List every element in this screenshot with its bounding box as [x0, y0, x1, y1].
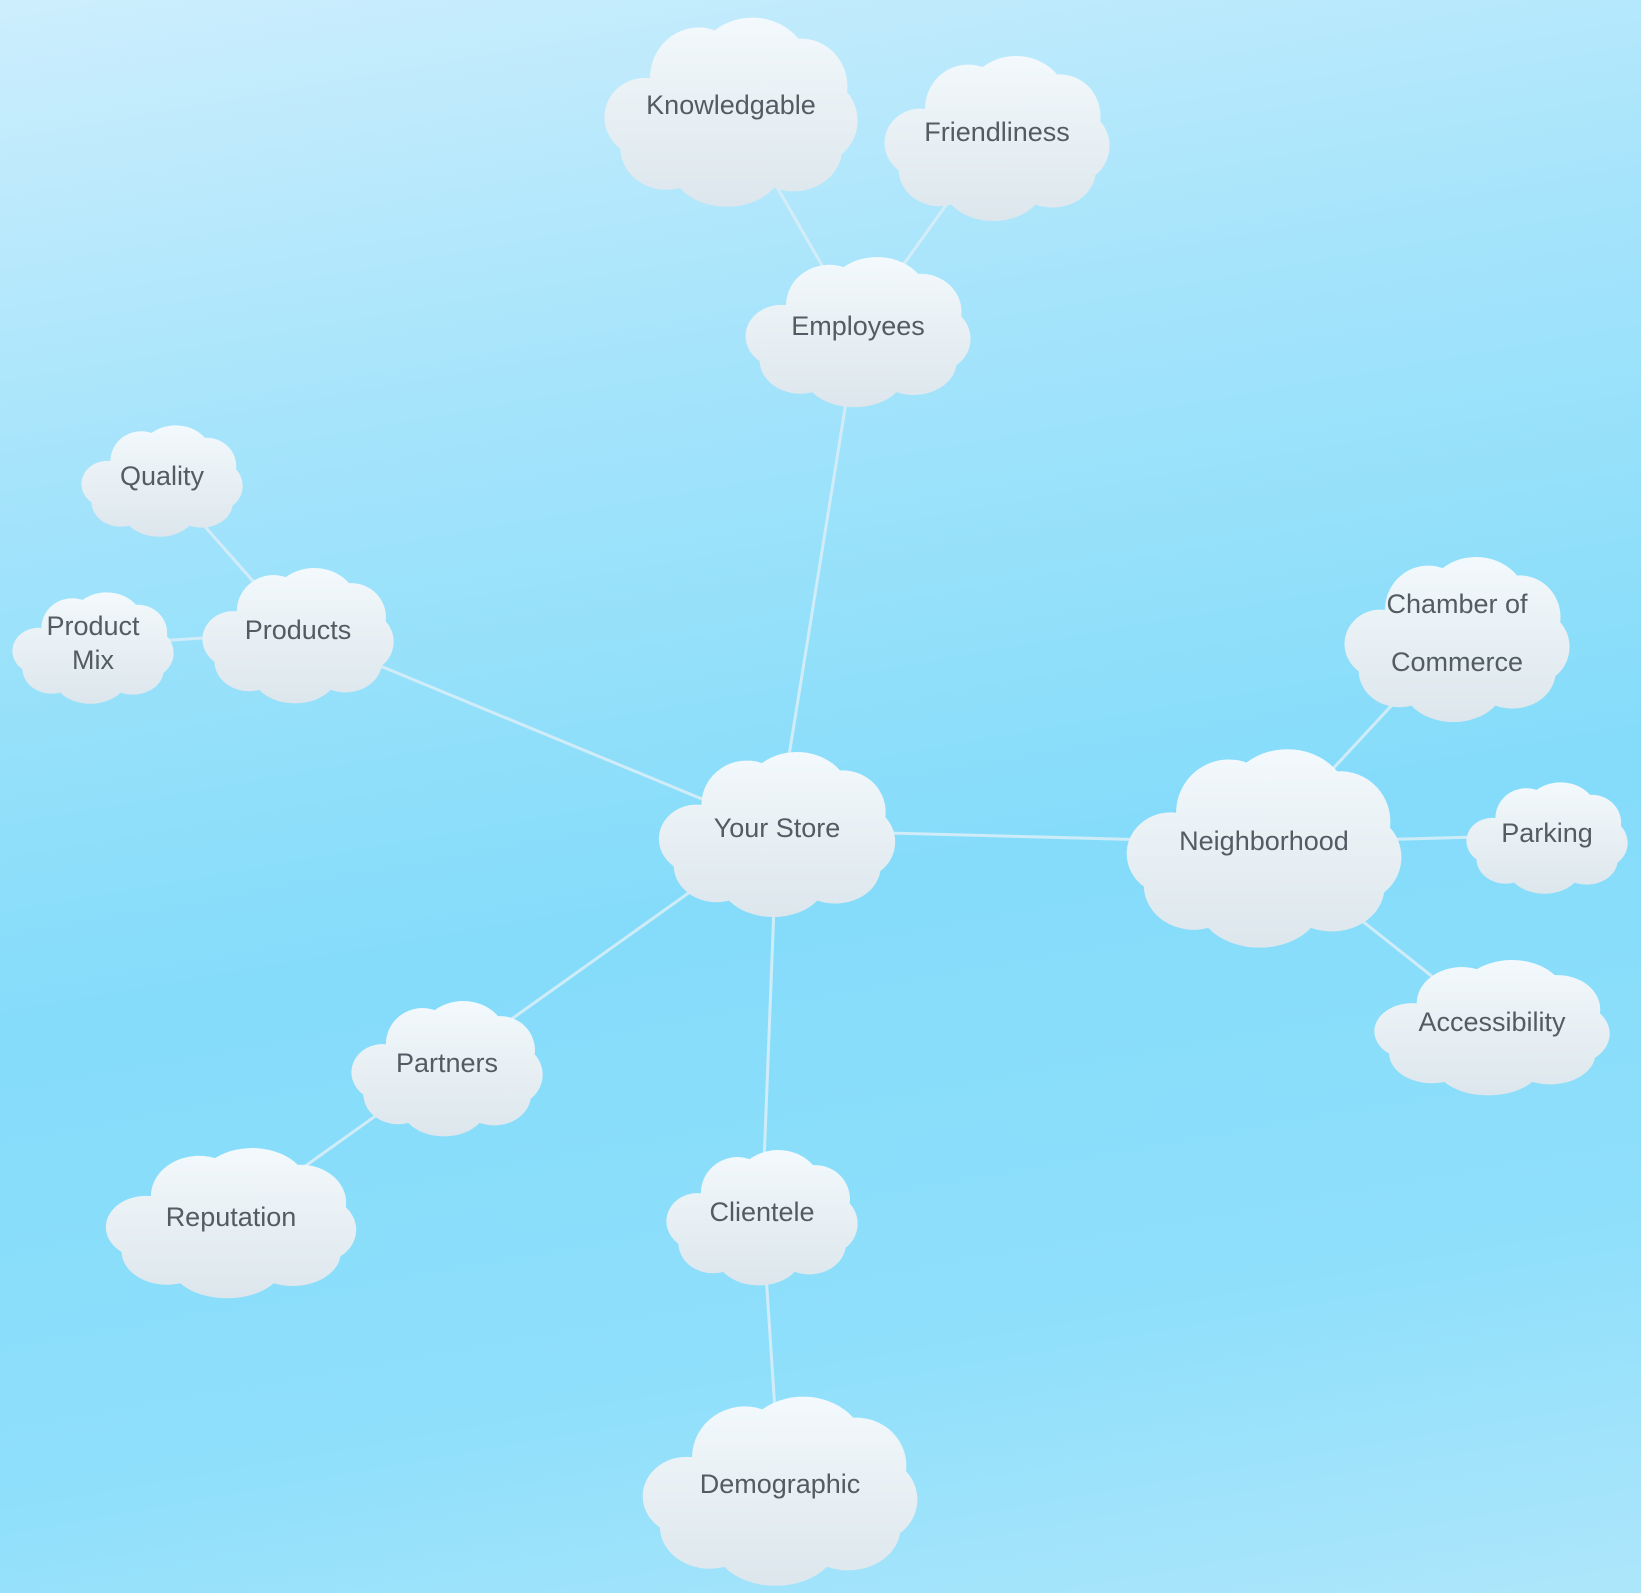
node-label: Parking — [1501, 818, 1593, 848]
connector-store-employees — [775, 327, 860, 831]
node-employees[interactable]: Employees — [745, 257, 971, 408]
node-reputation[interactable]: Reputation — [105, 1148, 357, 1299]
node-label: Chamber of — [1386, 589, 1528, 619]
node-chamber[interactable]: Chamber of Commerce — [1344, 556, 1570, 723]
node-layer: Your Store Employees KnowledgableFriendlin… — [12, 17, 1628, 1586]
node-parking[interactable]: Parking — [1466, 782, 1628, 894]
cloud-shape — [1374, 960, 1610, 1096]
cloud-shape — [1126, 749, 1402, 948]
cloud-shape — [12, 592, 174, 704]
cloud-shape — [1344, 556, 1570, 723]
node-partners[interactable]: Partners — [351, 1001, 543, 1137]
node-label: Quality — [120, 461, 205, 491]
cloud-shape — [666, 1150, 858, 1286]
node-friendliness[interactable]: Friendliness — [884, 55, 1110, 222]
node-label: Mix — [72, 645, 114, 675]
node-label: Knowledgable — [646, 90, 816, 120]
node-label: Accessibility — [1418, 1007, 1566, 1037]
node-neighborhood[interactable]: Neighborhood — [1126, 749, 1402, 948]
node-clientele[interactable]: Clientele — [666, 1150, 858, 1286]
node-label: Your Store — [714, 813, 841, 843]
node-accessibility[interactable]: Accessibility — [1374, 960, 1610, 1096]
cloud-shape — [884, 55, 1110, 222]
cloud-shape — [658, 751, 896, 918]
node-label: Commerce — [1391, 647, 1523, 677]
cloud-shape — [745, 257, 971, 408]
node-quality[interactable]: Quality — [81, 425, 243, 537]
node-label: Employees — [791, 311, 925, 341]
node-label: Clientele — [709, 1197, 814, 1227]
cloud-shape — [105, 1148, 357, 1299]
cloud-shape — [1466, 782, 1628, 894]
cloud-shape — [642, 1396, 918, 1586]
node-label: Neighborhood — [1179, 826, 1349, 856]
node-products[interactable]: Products — [202, 568, 394, 704]
node-label: Product — [46, 611, 140, 641]
node-store[interactable]: Your Store — [658, 751, 896, 918]
cloud-shape — [604, 17, 858, 207]
node-label: Partners — [396, 1048, 498, 1078]
node-label: Friendliness — [924, 117, 1070, 147]
node-label: Products — [245, 615, 352, 645]
node-label: Demographic — [700, 1469, 861, 1499]
node-knowledgable[interactable]: Knowledgable — [604, 17, 858, 207]
node-label: Reputation — [166, 1202, 297, 1232]
node-demographic[interactable]: Demographic — [642, 1396, 918, 1586]
cloud-shape — [202, 568, 394, 704]
cloud-shape — [351, 1001, 543, 1137]
cloud-shape — [81, 425, 243, 537]
